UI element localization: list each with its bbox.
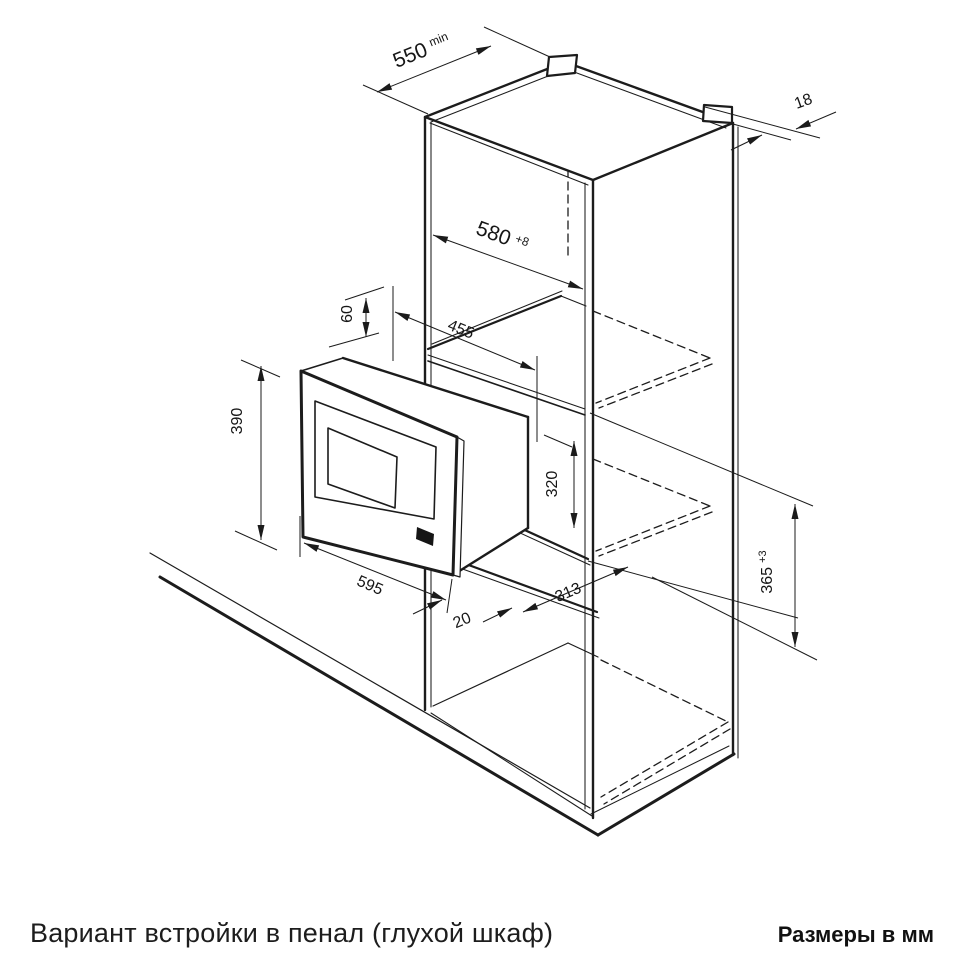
- dim-320-label: 320: [544, 471, 561, 498]
- microwave-front-panel: [299, 369, 459, 577]
- dim-390-label: 390: [229, 408, 246, 435]
- dim-580-label: 580+8: [473, 217, 532, 257]
- dim-20-label: 20: [451, 610, 474, 633]
- dim-313-label: 313: [553, 580, 584, 606]
- microwave-body-top-edge: [341, 356, 530, 419]
- dim-455-label: 455: [445, 317, 476, 343]
- dim-18-label: 18: [792, 91, 815, 113]
- microwave: [299, 356, 530, 578]
- units-caption: Размеры в мм: [777, 922, 934, 947]
- microwave-door-frame: [314, 400, 437, 520]
- dim-595-label: 595: [354, 573, 385, 599]
- back-panel-tab: [545, 53, 579, 78]
- dim-550-label: 550min: [390, 29, 454, 73]
- dim-365-label: 365+3: [757, 550, 776, 593]
- dim-60-label: 60: [339, 305, 356, 323]
- floor-lines: [149, 552, 736, 837]
- right-panel-tab: [701, 103, 734, 125]
- microwave-door-window: [327, 427, 398, 509]
- microwave-control-display: [416, 527, 434, 546]
- diagram-caption: Вариант встройки в пенал (глухой шкаф): [30, 918, 554, 948]
